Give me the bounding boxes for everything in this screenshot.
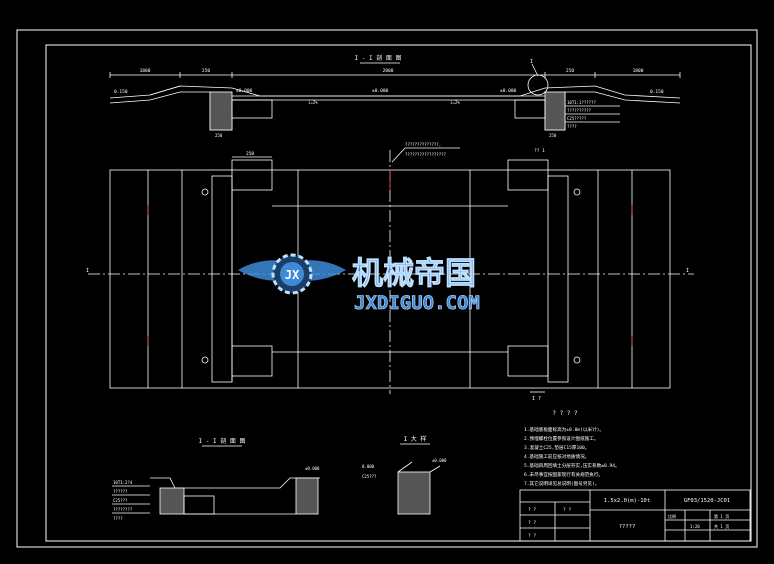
notes-item-7: 7.其它说明详见总说明(图号另见)。 (524, 480, 599, 487)
watermark-cn: 机械帝国 (352, 256, 476, 292)
plan-dim-top: 250 (246, 151, 254, 157)
top-dim-2: 250 (202, 68, 210, 74)
notes-title: ? ? ? ? (552, 410, 578, 417)
top-level-4: ±0.000 (500, 88, 517, 94)
detail-view: I 大 样 ±0.000 0.000 C25??? (362, 435, 447, 515)
top-section-view: I - I 剖 面 图 1800 250 2800 250 1800 I 0.1… (109, 54, 681, 138)
tb-sheet: 第 1 页 (714, 513, 729, 519)
outer-frame (16, 29, 758, 548)
top-level-right: 0.150 (650, 89, 664, 95)
inner-frame (45, 44, 752, 542)
tb-row-4: ? ? (563, 507, 571, 513)
notes-block: ? ? ? ? 1.基础底板面标高为±0.0m(以米计)。 2.预埋螺栓位置参照… (524, 410, 620, 487)
bottom-section-view: I - I 剖 面 图 ±0.000 10T1:2?4 ?????? C25??… (112, 437, 320, 521)
top-slope-left: i=2% (308, 100, 318, 105)
bottom-note-1: 10T1:2?4 (113, 480, 133, 485)
tb-drawing-no: GF03/1520-JC01 (684, 498, 730, 504)
bottom-note-2: ?????? (113, 489, 128, 494)
bottom-note-5: ???? (113, 516, 123, 521)
plan-axis-right: I (686, 268, 689, 274)
notes-item-5: 5.基础四周回填土分层夯实,压实系数≥0.94。 (524, 462, 620, 469)
notes-item-6: 6.未尽事宜按国家现行有关规范执行。 (524, 471, 603, 478)
top-level-left: 0.150 (114, 89, 128, 95)
tb-scale-label: 比例 (668, 513, 676, 519)
top-dim-5: 1800 (633, 68, 644, 74)
logo-letters: JX (285, 268, 300, 282)
plan-note-2: ????????????????? (405, 152, 447, 157)
title-block: 1.5x2.0(m)-10t GF03/1520-JC01 ????? ? ? … (519, 489, 751, 542)
plan-axis-left: I (86, 268, 89, 274)
tb-scale: 1:20 (690, 524, 700, 529)
bottom-section-title: I - I 剖 面 图 (199, 437, 246, 445)
top-dim-1: 1800 (140, 68, 151, 74)
plan-corner-label: ?? 1 (534, 148, 545, 154)
detail-label-3: C25??? (362, 474, 377, 479)
watermark-logo: JX 机械帝国 JXDIGUO.COM (238, 253, 480, 314)
detail-label-1: ±0.000 (432, 458, 447, 463)
top-note-2: ?????????? (567, 108, 592, 113)
tb-sheet-total: 共 1 页 (714, 523, 729, 529)
top-note-3: C25????? (567, 116, 587, 121)
tb-row-3: ? ? (528, 533, 536, 539)
top-dim-3: 2800 (383, 68, 394, 74)
top-slope-right: i=2% (450, 100, 460, 105)
top-note-1: 10T1:1?????? (567, 100, 596, 105)
tb-drawing-name: ????? (619, 524, 636, 530)
bottom-level: ±0.000 (305, 466, 320, 471)
top-level-2: ±0.000 (236, 88, 253, 94)
tb-row-1: ? ? (528, 507, 536, 513)
bottom-note-3: C25??? (113, 498, 128, 503)
top-label-i: I (530, 59, 533, 65)
plan-note-1: ??????????????, (405, 142, 441, 147)
plan-view: 250 ??????????????, ????????????????? ??… (86, 142, 694, 402)
top-side-right: 250 (549, 133, 557, 138)
detail-title: I 大 样 (404, 435, 427, 443)
top-side-left: 250 (215, 133, 223, 138)
notes-item-3: 3.混凝土C25,垫层C15厚100。 (524, 444, 589, 451)
notes-item-2: 2.预埋螺栓位置参照设计图纸施工。 (524, 435, 598, 442)
top-section-title: I - I 剖 面 图 (355, 54, 402, 62)
detail-label-2: 0.000 (362, 464, 375, 469)
plan-section-mark: I ? (532, 396, 541, 402)
top-dim-4: 250 (566, 68, 574, 74)
top-level-3: ±0.000 (372, 88, 389, 94)
watermark-en: JXDIGUO.COM (354, 292, 480, 314)
notes-item-1: 1.基础底板面标高为±0.0m(以米计)。 (524, 426, 604, 433)
tb-project: 1.5x2.0(m)-10t (604, 498, 650, 504)
tb-row-2: ? ? (528, 520, 536, 526)
notes-item-4: 4.基础施工前应核对地质情况。 (524, 453, 589, 460)
bottom-note-4: ???????? (113, 507, 133, 512)
top-note-4: ???? (567, 124, 577, 129)
